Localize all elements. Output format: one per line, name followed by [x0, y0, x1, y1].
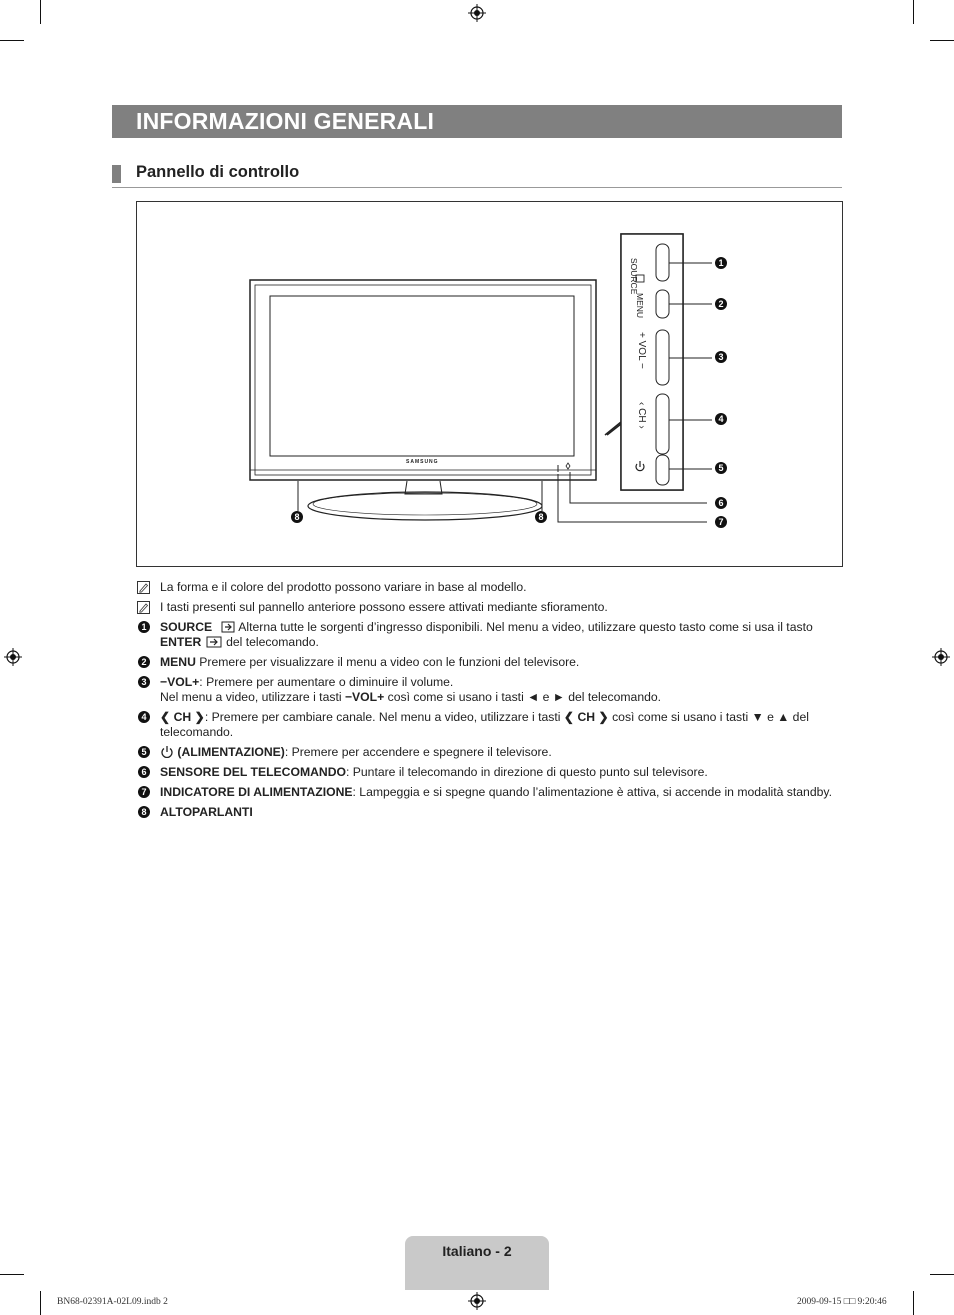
item-text: così come si usano i tasti ▼ e ▲ del tel… — [160, 710, 809, 739]
crop-mark — [913, 1291, 914, 1315]
registration-mark-icon — [932, 648, 950, 666]
item-number: 2 — [138, 656, 150, 668]
list-item: 8 ALTOPARLANTI — [137, 805, 842, 820]
chevron-right-icon: ❯ — [598, 710, 609, 724]
callout-3: 3 — [715, 351, 727, 363]
tv-illustration — [249, 233, 712, 523]
callout-8-right: 8 — [535, 511, 547, 523]
source-icon — [221, 621, 235, 633]
item-label: SOURCE — [160, 620, 213, 634]
item-number: 7 — [138, 786, 150, 798]
enter-icon — [206, 636, 222, 648]
chapter-title-bar: INFORMAZIONI GENERALI — [112, 105, 842, 138]
item-number: 8 — [138, 806, 150, 818]
crop-mark — [0, 1274, 24, 1275]
item-number: 6 — [138, 766, 150, 778]
item-label: CH — [173, 710, 192, 724]
list-item: 6 SENSORE DEL TELECOMANDO: Puntare il te… — [137, 765, 842, 780]
item-text: Premere per visualizzare il menu a video… — [199, 655, 580, 669]
item-label: −VOL+ — [344, 690, 385, 704]
description-list: La forma e il colore del prodotto posson… — [137, 580, 842, 825]
callout-5: 5 — [715, 462, 727, 474]
page-number-tab: Italiano - 2 — [405, 1236, 549, 1290]
callout-8-left: 8 — [291, 511, 303, 523]
note-item: La forma e il colore del prodotto posson… — [137, 580, 842, 595]
item-number: 3 — [138, 676, 150, 688]
chapter-title: INFORMAZIONI GENERALI — [136, 108, 435, 134]
callout-7: 7 — [715, 516, 727, 528]
chevron-left-icon: ❮ — [160, 710, 171, 724]
note-icon — [137, 581, 150, 594]
section-marker — [112, 165, 121, 183]
item-label: CH — [577, 710, 596, 724]
list-item: 2 MENU Premere per visualizzare il menu … — [137, 655, 842, 670]
note-icon — [137, 601, 150, 614]
samsung-logo: SAMSUNG — [406, 459, 439, 465]
item-text: : Premere per accendere e spegnere il te… — [284, 745, 552, 759]
list-item: 3 −VOL+: Premere per aumentare o diminui… — [137, 675, 842, 705]
note-text: La forma e il colore del prodotto posson… — [160, 580, 527, 594]
crop-mark — [0, 40, 24, 41]
callout-6: 6 — [715, 497, 727, 509]
item-number: 1 — [138, 621, 150, 633]
crop-mark — [40, 0, 41, 24]
page-label: Italiano - 2 — [442, 1243, 512, 1259]
crop-mark — [913, 0, 914, 24]
item-label: INDICATORE DI ALIMENTAZIONE — [160, 785, 353, 799]
registration-mark-icon — [468, 1292, 486, 1310]
item-text: : Premere per cambiare canale. Nel menu … — [204, 710, 561, 724]
power-icon — [161, 746, 173, 758]
crop-mark — [930, 40, 954, 41]
registration-mark-icon — [468, 4, 486, 22]
item-label: ALTOPARLANTI — [160, 805, 253, 819]
item-label: −VOL+ — [160, 675, 200, 689]
item-text: Alterna tutte le sorgenti d’ingresso dis… — [238, 620, 813, 634]
item-label: MENU — [160, 655, 196, 669]
source-icon — [635, 274, 645, 283]
chevron-right-icon: ❯ — [194, 710, 205, 724]
item-text: così come si usano i tasti ◄ e ► del tel… — [387, 690, 662, 704]
item-text: : Premere per aumentare o diminuire il v… — [199, 675, 454, 689]
list-item: 1 SOURCE Alterna tutte le sorgenti d’ing… — [137, 620, 842, 650]
panel-label-vol: + VOL − — [636, 332, 647, 369]
chevron-left-icon: ❮ — [563, 710, 575, 724]
item-number: 5 — [138, 746, 150, 758]
list-item: 7 INDICATORE DI ALIMENTAZIONE: Lampeggia… — [137, 785, 842, 800]
item-label: (ALIMENTAZIONE) — [177, 745, 285, 759]
panel-label-ch: ‹ CH › — [636, 402, 647, 429]
callout-4: 4 — [715, 413, 727, 425]
callout-1: 1 — [715, 257, 727, 269]
crop-mark — [930, 1274, 954, 1275]
power-icon — [635, 461, 645, 472]
print-slug-right: 2009-09-15 □□ 9:20:46 — [797, 1297, 887, 1307]
print-slug-left: BN68-02391A-02L09.indb 2 — [57, 1297, 168, 1307]
item-text: del telecomando. — [226, 635, 319, 649]
item-text: : Puntare il telecomando in direzione di… — [346, 765, 708, 779]
list-item: 4 ❮ CH ❯: Premere per cambiare canale. N… — [137, 710, 842, 740]
registration-mark-icon — [4, 648, 22, 666]
callout-2: 2 — [715, 298, 727, 310]
control-panel-figure: SOURCE MENU + VOL − ‹ CH › SAMSUNG 1 2 3… — [136, 201, 843, 567]
section-title: Pannello di controllo — [136, 163, 300, 181]
item-text: : Lampeggia e si spegne quando l’aliment… — [352, 785, 832, 799]
item-text: Nel menu a video, utilizzare i tasti — [160, 690, 342, 704]
panel-label-source: SOURCE — [629, 258, 639, 295]
item-label: ENTER — [160, 635, 202, 649]
panel-label-menu: MENU — [635, 293, 645, 319]
item-label: SENSORE DEL TELECOMANDO — [160, 765, 346, 779]
crop-mark — [40, 1291, 41, 1315]
list-item: 5 (ALIMENTAZIONE): Premere per accendere… — [137, 745, 842, 760]
note-text: I tasti presenti sul pannello anteriore … — [160, 600, 608, 614]
note-item: I tasti presenti sul pannello anteriore … — [137, 600, 842, 615]
section-heading: Pannello di controllo — [112, 163, 842, 188]
item-number: 4 — [138, 711, 150, 723]
